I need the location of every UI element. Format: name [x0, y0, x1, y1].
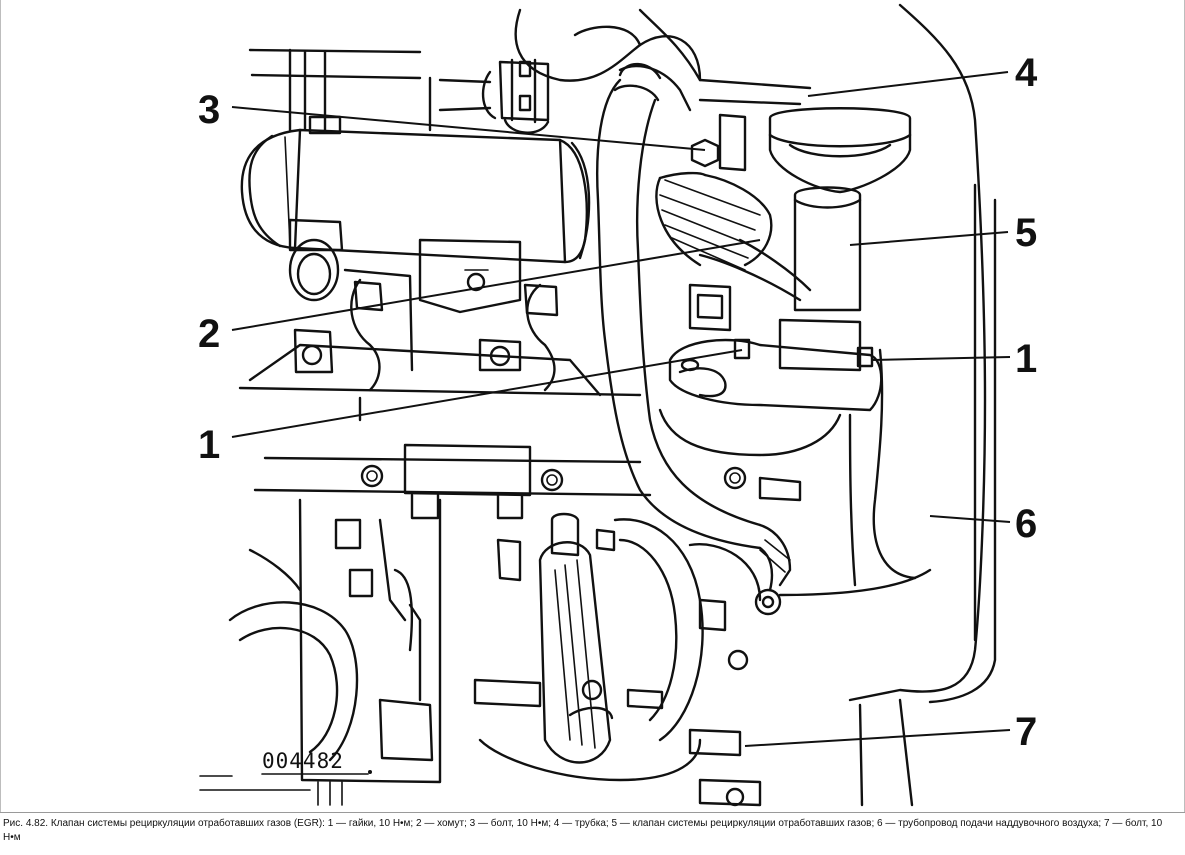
callout-6: 6 [1015, 502, 1037, 546]
leader-lines [231, 71, 1011, 747]
technical-drawing: 004482 3 2 1 4 5 1 6 7 [198, 3, 1038, 807]
turbocharger [473, 512, 914, 807]
drawing-number-block: 004482 [199, 749, 372, 806]
leader-1-right [871, 356, 1011, 361]
tube-pipe [595, 62, 792, 616]
callouts: 3 2 1 4 5 1 6 7 [198, 51, 1038, 754]
egr-cooler [240, 115, 591, 302]
hose-clamp-fitting [498, 58, 550, 134]
upper-pipes [248, 48, 497, 134]
leader-6 [929, 515, 1011, 523]
callout-1-right: 1 [1015, 337, 1037, 381]
leader-7 [744, 729, 1011, 747]
head-bolt-row [253, 443, 802, 520]
leader-4 [807, 71, 1009, 97]
frame-left-edge [0, 0, 1, 812]
leader-2 [231, 239, 761, 331]
leader-3 [231, 106, 706, 151]
figure-caption: Рис. 4.82. Клапан системы рециркуляции о… [0, 812, 1185, 855]
callout-4: 4 [1015, 51, 1038, 95]
callout-7: 7 [1015, 710, 1037, 754]
callout-1-left: 1 [198, 423, 220, 467]
curved-hose-top [514, 8, 812, 112]
leader-5 [849, 231, 1009, 246]
callout-5: 5 [1015, 211, 1037, 255]
callout-3: 3 [198, 88, 220, 132]
callout-2: 2 [198, 312, 220, 356]
intake-housing [228, 498, 442, 784]
egr-valve [655, 107, 912, 372]
charge-air-pipe [778, 3, 997, 704]
leader-1-left [231, 349, 743, 438]
drawing-number: 004482 [262, 749, 344, 773]
